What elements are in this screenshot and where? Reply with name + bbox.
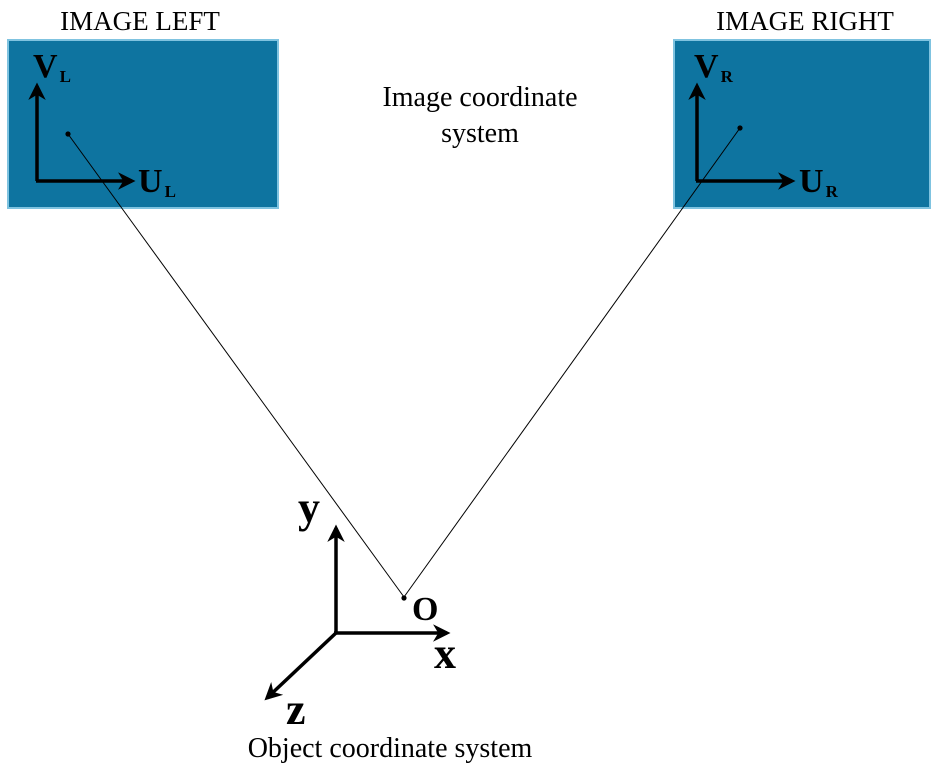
object-y-axis-label: y — [298, 483, 320, 532]
right-u-subscript: R — [826, 182, 839, 201]
object-coordinate-caption: Object coordinate system — [248, 733, 533, 764]
left-projection-ray — [67, 133, 405, 598]
object-axes-group — [264, 524, 451, 701]
left-u-letter: U — [138, 163, 163, 200]
right-u-letter: U — [799, 163, 824, 200]
right-v-subscript: R — [721, 67, 734, 86]
left-u-subscript: L — [165, 182, 176, 201]
object-origin-label: O — [412, 591, 438, 628]
left-v-letter: V — [33, 48, 58, 85]
object-z-axis-arrow — [264, 630, 339, 701]
left-image-title: IMAGE LEFT — [60, 6, 220, 36]
object-point-o — [401, 595, 407, 601]
right-projection-ray — [403, 127, 741, 598]
image-coordinate-caption-line2: system — [441, 118, 519, 149]
object-x-axis-label: x — [434, 629, 456, 678]
left-v-subscript: L — [60, 67, 71, 86]
object-z-axis-label: z — [286, 685, 306, 734]
right-v-letter: V — [694, 48, 719, 85]
right-image-title: IMAGE RIGHT — [716, 6, 894, 36]
image-coordinate-caption-line1: Image coordinate — [382, 82, 577, 113]
